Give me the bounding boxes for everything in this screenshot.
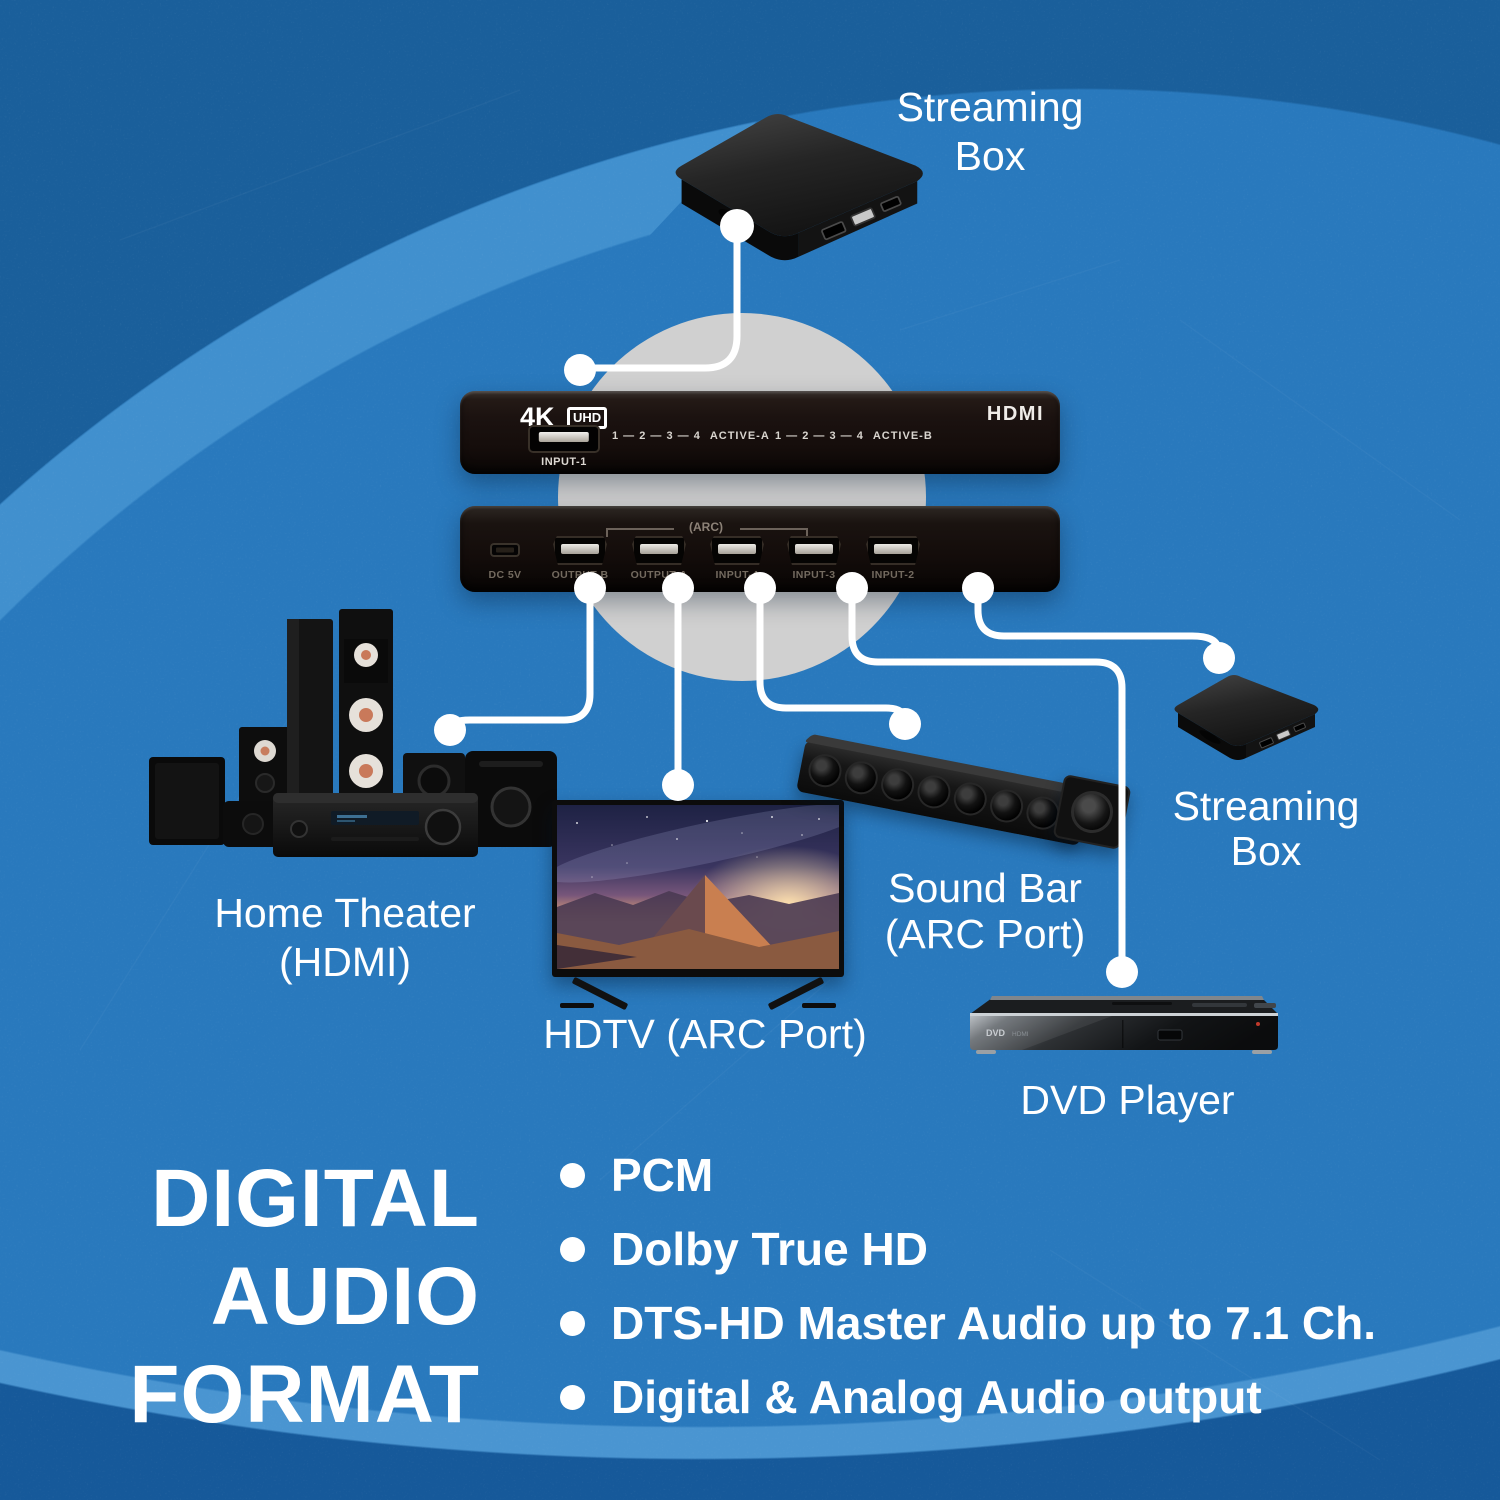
list-item-text: Digital & Analog Audio output bbox=[611, 1371, 1262, 1423]
indicator-numbers: 1 — 2 — 3 — 4 bbox=[775, 430, 864, 442]
speaker-driver bbox=[914, 772, 954, 811]
speaker-driver bbox=[1067, 787, 1117, 837]
hdmi-port-input-3 bbox=[787, 536, 841, 565]
label-line: Box bbox=[1230, 828, 1302, 874]
backdrop-circle bbox=[558, 313, 926, 681]
indicator-numbers: 1 — 2 — 3 — 4 bbox=[612, 430, 701, 442]
heading-line: FORMAT bbox=[129, 1349, 480, 1440]
list-item: Digital & Analog Audio output bbox=[560, 1360, 1376, 1434]
list-item: Dolby True HD bbox=[560, 1212, 1376, 1286]
port-label-input-3: INPUT-3 bbox=[792, 569, 836, 581]
hdtv-device bbox=[552, 800, 848, 1011]
list-item-text: DTS-HD Master Audio up to 7.1 Ch. bbox=[611, 1297, 1376, 1349]
audio-format-list: PCM Dolby True HD DTS-HD Master Audio up… bbox=[560, 1138, 1376, 1434]
bullet-icon bbox=[560, 1384, 585, 1410]
home-theater-device bbox=[135, 605, 565, 885]
dc-power-port bbox=[490, 543, 520, 557]
port-contact bbox=[640, 544, 678, 554]
list-item-text: PCM bbox=[611, 1149, 714, 1201]
speaker-driver bbox=[842, 757, 881, 797]
speaker-driver bbox=[987, 786, 1027, 825]
streaming-box-illustration bbox=[1174, 675, 1319, 760]
hdmi-logo: HDMI bbox=[986, 403, 1044, 425]
hdmi-input-port bbox=[528, 425, 600, 453]
sound-bar-device bbox=[796, 724, 1132, 874]
audio-format-heading: DIGITAL AUDIO FORMAT bbox=[100, 1150, 480, 1444]
hdmi-port-output-b bbox=[553, 536, 607, 565]
label-line: Streaming bbox=[1172, 783, 1360, 829]
label-hdtv: HDTV (ARC Port) bbox=[540, 1010, 870, 1059]
active-a-label: ACTIVE-A bbox=[709, 430, 770, 442]
label-home-theater: Home Theater (HDMI) bbox=[190, 889, 500, 987]
label-line: Sound Bar bbox=[888, 865, 1082, 911]
label-dvd-player: DVD Player bbox=[995, 1076, 1260, 1125]
hdmi-port-input-4 bbox=[710, 536, 764, 565]
port-contact bbox=[795, 544, 833, 554]
speaker-driver bbox=[805, 750, 845, 790]
input1-label: INPUT-1 bbox=[541, 456, 587, 468]
label-streaming-box-top: Streaming Box bbox=[840, 83, 1140, 181]
tv-foot bbox=[560, 1003, 594, 1008]
indicator-row-a: 1 — 2 — 3 — 4 ACTIVE-A bbox=[612, 430, 770, 442]
bullet-icon bbox=[560, 1162, 585, 1188]
port-label-output-b: OUTPUT-B bbox=[551, 569, 609, 581]
sound-bar-end-cap bbox=[1052, 774, 1132, 850]
list-item: PCM bbox=[560, 1138, 1376, 1212]
heading-line: DIGITAL bbox=[151, 1153, 480, 1244]
port-contact bbox=[718, 544, 756, 554]
port-contact bbox=[538, 432, 590, 442]
speaker-driver bbox=[878, 764, 918, 804]
label-line: (HDMI) bbox=[278, 939, 412, 985]
usb-port bbox=[1157, 1029, 1183, 1041]
active-b-label: ACTIVE-B bbox=[872, 430, 933, 442]
tv-screen bbox=[557, 805, 839, 969]
hdmi-port-output-a bbox=[632, 536, 686, 565]
dvd-player-device: DVD HDMI bbox=[962, 994, 1284, 1060]
dvd-player-illustration: DVD HDMI bbox=[970, 996, 1278, 1054]
tv-screen-image bbox=[557, 805, 839, 969]
port-contact bbox=[561, 544, 599, 554]
label-line: Box bbox=[954, 133, 1026, 179]
port-contact bbox=[496, 547, 514, 553]
list-item-text: Dolby True HD bbox=[611, 1223, 928, 1275]
label-line: (ARC Port) bbox=[884, 911, 1086, 957]
sound-bar-body bbox=[796, 740, 1089, 846]
home-theater-illustration bbox=[149, 609, 557, 857]
label-line: Home Theater bbox=[214, 890, 476, 936]
label-sound-bar: Sound Bar (ARC Port) bbox=[855, 865, 1115, 957]
label-streaming-box-right: Streaming Box bbox=[1136, 784, 1396, 874]
hdmi-switch-front: 4K UHD INPUT-1 1 — 2 — 3 — 4 ACTIVE-A 1 … bbox=[460, 391, 1060, 474]
hdmi-switch-rear: (ARC) DC 5V OUTPUT-B OUTPUT-A INPUT-4 IN… bbox=[460, 506, 1060, 592]
bullet-icon bbox=[560, 1310, 585, 1336]
tv-foot bbox=[802, 1003, 836, 1008]
label-line: Streaming bbox=[896, 84, 1084, 130]
hdmi-badge: HDMI bbox=[1012, 1031, 1029, 1038]
label-line: DVD Player bbox=[1020, 1077, 1235, 1123]
indicator-row-b: 1 — 2 — 3 — 4 ACTIVE-B bbox=[775, 430, 933, 442]
hdmi-port-input-2 bbox=[866, 536, 920, 565]
arc-label: (ARC) bbox=[689, 520, 723, 534]
port-label-input-2: INPUT-2 bbox=[871, 569, 915, 581]
port-contact bbox=[874, 544, 912, 554]
dvd-logo: DVD bbox=[986, 1028, 1006, 1038]
port-label-output-a: OUTPUT-A bbox=[630, 569, 688, 581]
arc-bracket-left bbox=[606, 528, 674, 537]
bullet-icon bbox=[560, 1236, 585, 1262]
speaker-driver bbox=[951, 779, 990, 818]
port-label-dc5v: DC 5V bbox=[488, 569, 522, 581]
power-led bbox=[1256, 1022, 1260, 1026]
arc-bracket-right bbox=[740, 528, 808, 537]
port-label-input-4: INPUT-4 bbox=[715, 569, 759, 581]
streaming-box-right-device bbox=[1168, 668, 1328, 768]
label-line: HDTV (ARC Port) bbox=[543, 1011, 867, 1057]
list-item: DTS-HD Master Audio up to 7.1 Ch. bbox=[560, 1286, 1376, 1360]
heading-line: AUDIO bbox=[210, 1251, 480, 1342]
